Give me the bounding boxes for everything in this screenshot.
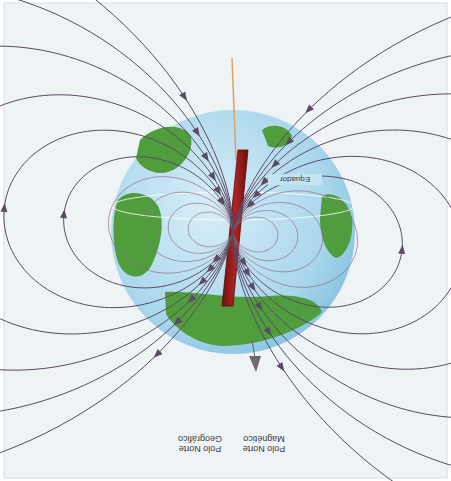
field-arrowhead [204,264,215,275]
field-arrowhead [248,282,259,293]
field-line [233,130,451,369]
equator-label: Equador [268,174,322,185]
field-arrowhead [185,294,196,305]
field-line [4,130,233,307]
field-arrowhead [171,317,182,328]
field-arrowhead [217,196,228,207]
globe [111,110,355,354]
field-arrowhead [398,244,406,254]
field-arrowhead [255,301,266,312]
field-line [64,157,233,288]
field-arrowhead [201,152,212,163]
field-arrowhead [264,326,275,337]
field-arrowhead [269,159,280,170]
background-panel [4,3,447,478]
field-arrowhead [60,209,68,219]
field-arrowhead [283,137,294,148]
field-line [0,0,233,481]
field-arrowhead [239,257,250,268]
field-arrowhead [244,199,255,210]
field-arrowhead [208,172,219,183]
pole-label: Polo Norte Magnético [232,432,296,455]
field-line [233,176,402,307]
field-arrowhead [179,91,190,102]
geographic-axis [232,58,236,160]
field-arrowhead [196,277,207,288]
field-arrowhead [0,203,8,213]
field-arrowhead [250,190,261,201]
north-pointer-line [252,340,255,358]
field-arrowhead [303,104,314,115]
field-arrowhead [210,254,221,265]
field-arrowhead [213,186,224,197]
north-pointer-arrow [249,356,261,372]
pole-label: Polo Norte Geográfico [168,432,232,455]
field-line [233,0,451,481]
field-line [0,0,233,416]
field-arrowhead [243,268,254,279]
field-arrowhead [151,349,162,360]
field-line [233,48,451,480]
field-arrowhead [277,362,288,373]
field-line [0,46,233,370]
field-line [233,94,451,418]
field-line [233,156,451,333]
field-arrowhead [192,127,203,138]
